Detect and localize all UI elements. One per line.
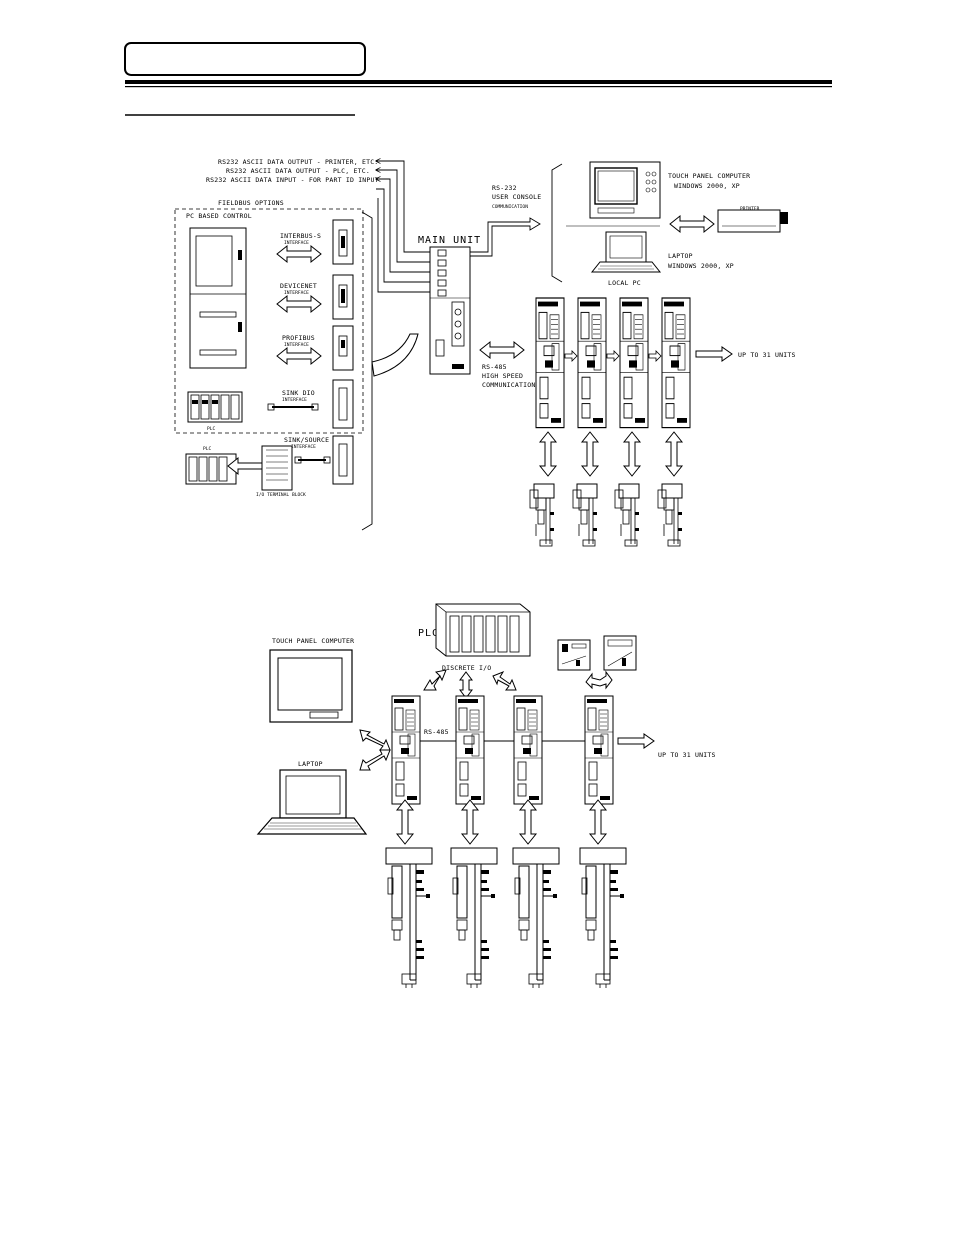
interface-sink-source: SINK/SOURCE INTERFACE (284, 435, 354, 485)
sink-dio-sub: INTERFACE (282, 397, 307, 403)
io-modules-diagram2 (557, 635, 637, 690)
io-terminal-block: I/O TERMINAL BLOCK (256, 445, 306, 498)
rs232-console-label: RS-232 (492, 184, 517, 192)
plc-label-diagram2: PLC (418, 628, 439, 639)
unit-tool-arrows-diagram2 (396, 799, 607, 845)
touch-panel-label: TOUCH PANEL COMPUTER (668, 172, 750, 180)
rs232-output-plc: RS232 ASCII DATA OUTPUT - PLC, ETC. (226, 167, 370, 175)
laptop-diagram2 (256, 769, 368, 835)
touch-panel-os: WINDOWS 2000, XP (674, 182, 740, 190)
terminal-block-label: I/O TERMINAL BLOCK (256, 492, 306, 498)
communication-label-bottom: COMMUNICATION (482, 381, 535, 389)
touch-panel-computer-top (589, 161, 661, 219)
profibus-sub: INTERFACE (284, 342, 309, 348)
interface-interbus: INTERBUS-S INTERFACE (276, 219, 354, 265)
plc-bottom-left: PLC (185, 446, 273, 485)
pc-based-control-label: PC BASED CONTROL (186, 212, 252, 220)
sink-source-sub: INTERFACE (291, 444, 316, 450)
tools-top (529, 483, 683, 547)
fieldbus-options-title: FIELDBUS OPTIONS (218, 199, 284, 207)
header-tab (124, 42, 366, 76)
rs485-arrow-top (479, 341, 525, 359)
laptop-top (590, 231, 662, 273)
pc-cabinet (189, 227, 247, 369)
rs232-output-printer: RS232 ASCII DATA OUTPUT - PRINTER, ETC. (218, 158, 378, 166)
devicenet-label: DEVICENET (280, 282, 317, 290)
interface-devicenet: DEVICENET INTERFACE (276, 274, 354, 320)
plc-label-top: PLC (207, 426, 216, 432)
main-unit-label: MAIN UNIT (418, 235, 481, 246)
laptop-os: WINDOWS 2000, XP (668, 262, 734, 270)
diagram-fieldbus-configuration: RS232 ASCII DATA OUTPUT - PRINTER, ETC. … (174, 158, 796, 547)
up-to-31-arrow-diagram2 (617, 733, 655, 749)
rs232-console-arrow (469, 217, 541, 257)
unit-link-arrows-top (564, 350, 662, 362)
fieldbus-to-main-arrow (371, 333, 419, 377)
fieldbus-bracket (361, 211, 373, 531)
interbus-label: INTERBUS-S (280, 232, 321, 240)
devicenet-sub: INTERFACE (284, 290, 309, 296)
diagram-discrete-io-configuration: PLC DISCRETE I/O (256, 603, 716, 989)
interbus-sub: INTERFACE (284, 240, 309, 246)
printer: PRINTER (717, 206, 788, 233)
high-speed-label: HIGH SPEED (482, 372, 523, 380)
sink-source-label: SINK/SOURCE (284, 436, 329, 444)
printer-label: PRINTER (740, 206, 760, 212)
laptop-label: LAPTOP (668, 252, 693, 260)
interface-sink-dio: SINK DIO INTERFACE (267, 379, 354, 429)
plc-rack-diagram2 (435, 603, 531, 657)
tools-diagram2 (385, 847, 627, 989)
main-unit (429, 246, 471, 375)
up-to-31-units-top: UP TO 31 UNITS (738, 351, 796, 359)
profibus-label: PROFIBUS (282, 334, 315, 342)
up-to-31-units-diagram2: UP TO 31 UNITS (658, 751, 716, 759)
discrete-io-label: DISCRETE I/O (442, 664, 491, 672)
up-to-31-arrow-top (695, 346, 733, 362)
pc-to-bus-arrows (359, 729, 391, 771)
rs232-input-part-id: RS232 ASCII DATA INPUT - FOR PART ID INP… (206, 176, 379, 184)
rs232-wires (376, 161, 432, 293)
touch-panel-computer-diagram2 (269, 649, 353, 723)
rs485-label-top: RS-485 (482, 363, 507, 371)
unit-tool-arrows-top (539, 431, 683, 477)
header-rule-thick (125, 80, 832, 84)
user-console-label: USER CONSOLE (492, 193, 541, 201)
laptop-label-diagram2: LAPTOP (298, 760, 323, 768)
touch-panel-label-diagram2: TOUCH PANEL COMPUTER (272, 637, 354, 645)
sink-dio-label: SINK DIO (282, 389, 315, 397)
communication-label-top: COMMUNICATION (492, 204, 528, 210)
local-pc-label: LOCAL PC (608, 279, 641, 287)
printer-arrow (669, 215, 715, 233)
controller-units-diagram2 (391, 695, 614, 805)
discrete-io-arrows (423, 669, 517, 699)
plc-label-bottom: PLC (203, 446, 212, 452)
interface-profibus: PROFIBUS INTERFACE (276, 325, 354, 371)
controller-units-top (535, 297, 691, 429)
header (124, 42, 832, 116)
local-pc-bracket (551, 163, 563, 283)
fieldbus-options-box (174, 208, 364, 434)
header-rule-thin (125, 86, 832, 88)
plc-small-top: PLC (187, 391, 243, 432)
rs485-label-diagram2: RS-485 (424, 728, 449, 736)
